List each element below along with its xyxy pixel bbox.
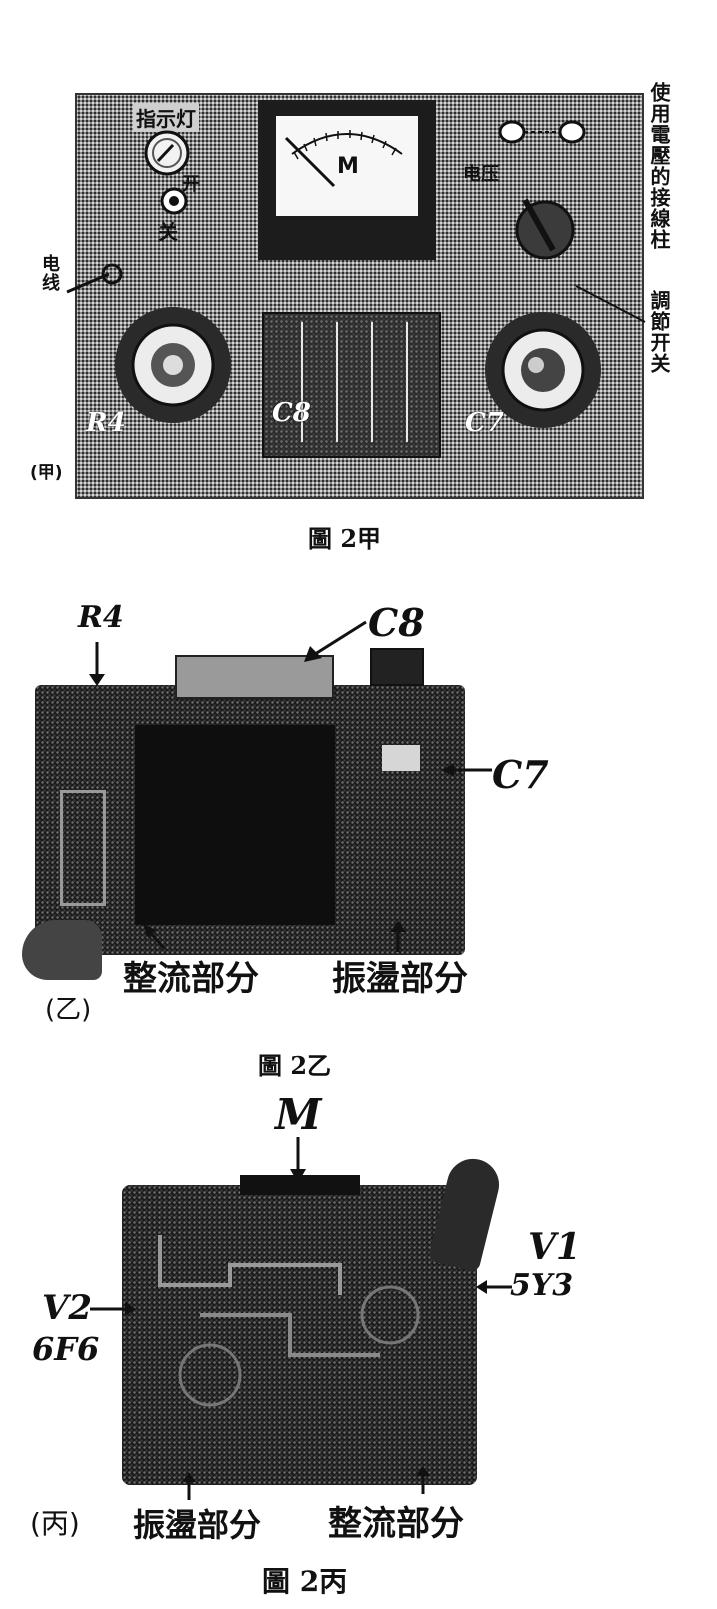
rectifier-label-c: 整流部分 (328, 1504, 464, 1544)
transformer-block (135, 725, 335, 925)
v2-type-label: 6F6 (32, 1330, 100, 1368)
oscillator-label-b: 振盪部分 (332, 959, 468, 999)
r4-arrow-icon (89, 642, 105, 686)
switch-off-label: 关 (158, 220, 178, 244)
power-cord-label: 电线 (39, 254, 60, 292)
v1-label: V1 (528, 1226, 581, 1268)
r4-label-b: R4 (78, 600, 124, 635)
c7-arrow-icon (442, 763, 492, 777)
c7-label-b: C7 (492, 752, 549, 797)
r4-label: R4 (86, 408, 126, 438)
r4-knob-icon (115, 307, 231, 423)
caption-fig-2b: 圖 2乙 (258, 1051, 332, 1080)
m-arrow-icon (290, 1137, 306, 1183)
indicator-lamp-label: 指示灯 (133, 103, 199, 132)
c7-component (382, 745, 420, 771)
c8-capacitor-window (262, 312, 441, 458)
panel-label-c: (丙) (30, 1507, 80, 1540)
oscillator-arrow-icon-c (182, 1472, 196, 1500)
meter-face (276, 116, 418, 216)
rectifier-arrow-icon-c (416, 1466, 430, 1494)
c8-capacitor-plates (301, 322, 408, 442)
v1-arrow-icon (476, 1280, 512, 1294)
meter-mount (240, 1175, 360, 1195)
c8-top-part (175, 655, 334, 699)
oscillator-label-c: 振盪部分 (133, 1506, 262, 1544)
v1-type-label: 5Y3 (510, 1268, 574, 1303)
m-label-c: M (275, 1090, 322, 1139)
voltage-terminals-label: 使用電壓的接線柱 (647, 82, 671, 250)
adjust-switch-label: 調節开关 (647, 290, 671, 374)
power-cord-arrow-icon (66, 263, 123, 294)
v2-arrow-icon (90, 1302, 136, 1316)
dial-label-voltage: 电压 (463, 164, 499, 185)
c7-label: C7 (465, 408, 504, 438)
oscillator-arrow-icon-b (390, 921, 406, 952)
power-plug (22, 920, 102, 980)
indicator-lamp-icon (144, 130, 190, 176)
rectifier-arrow-icon-b (143, 924, 166, 949)
v2-label: V2 (42, 1288, 93, 1328)
rectifier-label-b: 整流部分 (123, 959, 259, 999)
c7-knob-icon (485, 312, 601, 428)
c8-label: C8 (272, 398, 311, 428)
toggle-switch-icon (160, 187, 188, 215)
voltage-terminals-icon (498, 120, 586, 144)
meter-scale (284, 130, 403, 188)
switch-on-label: 开 (182, 174, 200, 195)
c7-top-part (370, 648, 424, 686)
adjust-switch-knob-icon (515, 198, 575, 260)
caption-fig-2c: 圖 2丙 (262, 1565, 348, 1598)
rectifier-component (60, 790, 106, 906)
meter-symbol: M (337, 154, 359, 179)
wiring-traces (158, 1235, 420, 1407)
chassis-bottom-photo (122, 1185, 477, 1485)
adjust-switch-pointer-icon (575, 285, 646, 323)
c8-arrow-icon (304, 620, 367, 662)
caption-fig-2a: 圖 2甲 (308, 524, 382, 553)
panel-label-a: (甲) (30, 458, 63, 483)
c8-label-b: C8 (368, 600, 425, 645)
panel-label-b: (乙) (45, 995, 92, 1025)
